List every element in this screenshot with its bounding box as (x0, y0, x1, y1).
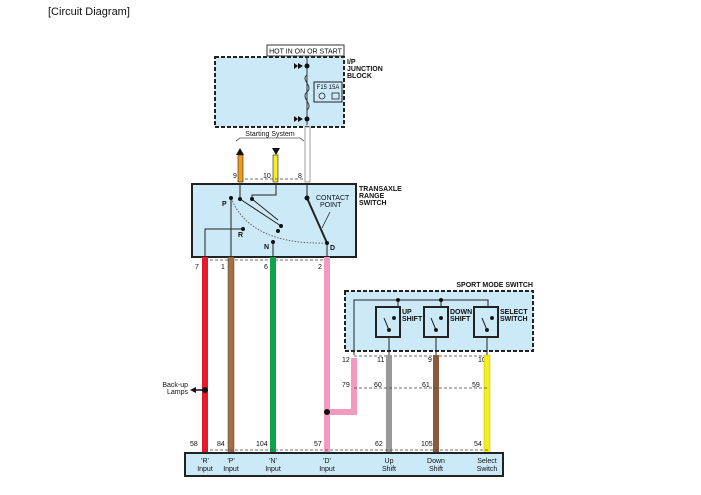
pin-8: 8 (298, 173, 302, 180)
position-r: R (238, 232, 243, 239)
tcm-label-n-1: 'N' (269, 458, 277, 465)
sport-mode-label: SPORT MODE SWITCH (456, 282, 533, 289)
transaxle-label-3: SWITCH (359, 200, 387, 207)
position-p: P (222, 201, 227, 208)
pin-9: 9 (233, 173, 237, 180)
wire-red (202, 257, 208, 453)
transaxle-label-2: RANGE (359, 193, 385, 200)
junction-label-2: JUNCTION (347, 66, 383, 73)
pin-54: 54 (474, 441, 482, 448)
contact-label-2: POINT (320, 202, 342, 209)
tcm-label-r-2: Input (197, 466, 213, 473)
junction-label-3: BLOCK (347, 73, 372, 80)
tcm-label-d-2: Input (319, 466, 335, 473)
book-icon (331, 92, 340, 100)
pin-10-sport: 10 (478, 357, 486, 364)
switch-contacts (383, 316, 494, 332)
up-shift-label-1: UP (402, 309, 412, 316)
pin-2: 2 (318, 264, 322, 271)
up-shift-switch (375, 306, 401, 338)
switch-nodes (229, 195, 329, 245)
tcm-label-select-1: Select (477, 458, 497, 465)
pin-61: 61 (422, 382, 430, 389)
engine-icon (318, 92, 326, 100)
arrow-down-icon (272, 148, 280, 155)
pin-7: 7 (195, 264, 199, 271)
contact-pointer (321, 211, 331, 229)
up-shift-label-2: SHIFT (402, 316, 423, 323)
pin-104: 104 (256, 441, 268, 448)
tcm-label-d-1: 'D' (323, 458, 331, 465)
arrow-left-icon (190, 387, 196, 393)
tcm-label-up-1: Up (385, 458, 394, 465)
fuse-box (313, 81, 343, 103)
tcm-label-p-1: 'P' (227, 458, 234, 465)
select-switch-label-1: SELECT (500, 309, 528, 316)
position-n: N (264, 244, 269, 251)
tcm-labels: 'R' Input 'P' Input 'N' Input 'D' Input … (197, 458, 497, 473)
pin-84: 84 (217, 441, 225, 448)
arrow-up-icon (236, 148, 244, 155)
pin-105: 105 (421, 441, 433, 448)
contact-label-1: CONTACT (316, 195, 350, 202)
transaxle-label-1: TRANSAXLE (359, 186, 402, 193)
junction-label-1: I/P (347, 59, 356, 66)
pin-11: 11 (377, 357, 384, 364)
down-shift-label-1: DOWN (450, 309, 472, 316)
arrow-left-icon (294, 116, 303, 122)
down-shift-label-2: SHIFT (450, 316, 471, 323)
fuse-symbol (304, 74, 310, 111)
tcm-label-r-1: 'R' (201, 458, 209, 465)
wire-green (270, 257, 276, 453)
tcm-label-n-2: Input (265, 466, 281, 473)
tcm-label-down-1: Down (427, 458, 445, 465)
transaxle-range-switch (191, 183, 357, 258)
select-switch (473, 306, 499, 338)
hot-in-label: HOT IN ON OR START (269, 49, 342, 56)
switch-internal-wiring (204, 184, 328, 257)
pin-10: 10 (263, 173, 271, 180)
tcm-label-down-2: Shift (429, 466, 443, 473)
sport-mode-wiring (353, 299, 489, 355)
wire-white (304, 126, 311, 183)
pin-59: 59 (472, 382, 480, 389)
backup-lamps-label-1: Back-up (162, 382, 188, 389)
wire-yellow (483, 354, 491, 454)
contact-point-arm (306, 197, 328, 244)
wire-pink-branch (327, 358, 357, 415)
wire-orange (237, 154, 244, 183)
wire-brown (227, 256, 235, 454)
select-switch-label-2: SWITCH (500, 316, 528, 323)
pin-79: 79 (342, 382, 350, 389)
starting-system-bracket (235, 137, 305, 142)
sport-mode-nodes (396, 298, 443, 302)
backup-lamps-label-2: Lamps (167, 389, 189, 396)
pin-60: 60 (374, 382, 382, 389)
tcm-label-up-2: Shift (382, 466, 396, 473)
pin-62: 62 (375, 441, 383, 448)
tcm-box (184, 452, 504, 477)
wire-yellow-top (272, 154, 279, 183)
pin-12: 12 (342, 357, 350, 364)
starting-system-label: Starting System (245, 131, 295, 138)
tcm-label-select-2: Switch (477, 466, 498, 473)
pin-9-sport: 9 (428, 357, 432, 364)
splice-node (324, 409, 330, 415)
pin-6: 6 (264, 264, 268, 271)
fuse-label: F15 15A (317, 85, 340, 91)
down-shift-switch (423, 306, 449, 338)
junction-node-bottom (304, 116, 310, 122)
splice-node-backup (202, 387, 208, 393)
wire-gray (386, 355, 392, 453)
wire-dark-brown (433, 355, 439, 453)
diagram-title: [Circuit Diagram] (48, 6, 130, 18)
pin-57: 57 (314, 441, 322, 448)
pin-58: 58 (190, 441, 198, 448)
junction-node-top (304, 63, 310, 69)
arrow-left-icon (294, 63, 303, 69)
tcm-label-p-2: Input (223, 466, 239, 473)
position-d: D (330, 245, 335, 252)
wire-pink (324, 257, 330, 453)
pin-1: 1 (221, 264, 225, 271)
